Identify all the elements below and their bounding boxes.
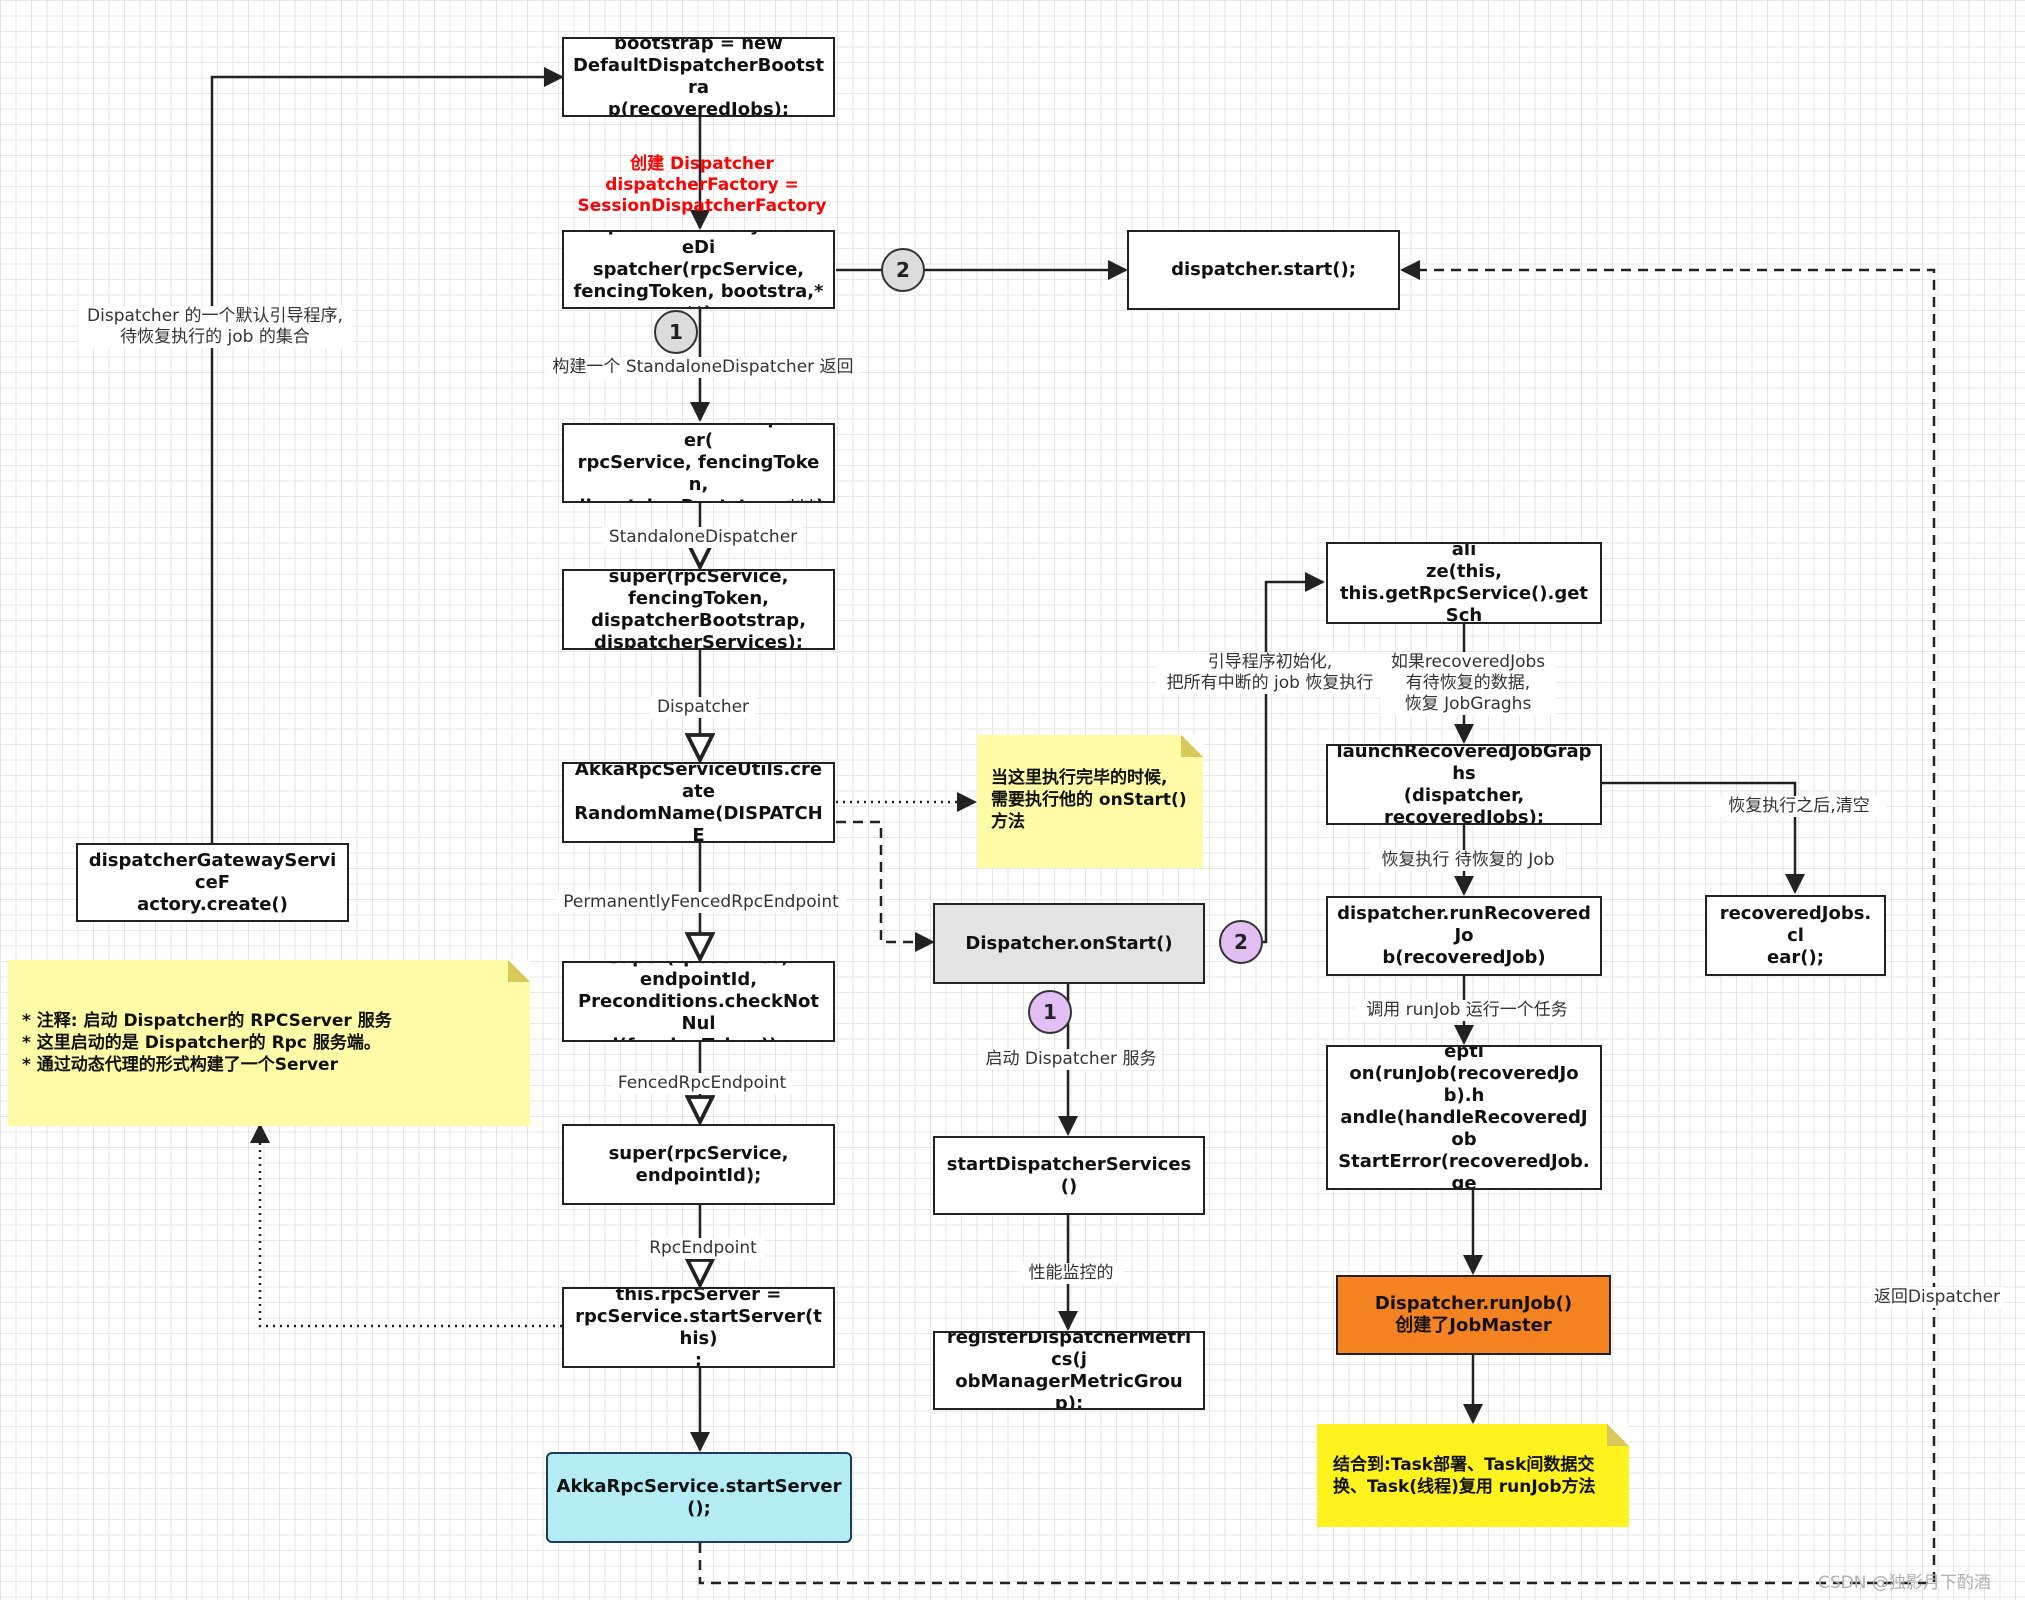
box-text-line: spatcher(rpcService, bbox=[592, 258, 805, 280]
box-text-line: endpointId, bbox=[639, 968, 758, 990]
box-text-line: l(fencingToken)); bbox=[572, 1035, 825, 1041]
box-text-line: dispatcherGatewayServiceF bbox=[88, 849, 337, 893]
super-permanently-fenced-box: super(rpcService,AkkaRpcServiceUtils.cre… bbox=[562, 762, 835, 843]
arrow-rpcserver-to-note bbox=[250, 1123, 562, 1328]
arrow-launch-to-clear bbox=[1600, 781, 1805, 894]
box-text-line: RandomName(DISPATCHE bbox=[574, 802, 823, 843]
box-text-line: dispatcherBootstrap.initiali bbox=[1451, 542, 1477, 560]
box-text-line: p(recoveredJobs); bbox=[607, 99, 790, 117]
box-text-line: dispatcherFactory.createDi bbox=[578, 232, 819, 258]
box-text-line: AkkaRpcService.startServer(); bbox=[556, 1475, 842, 1519]
call-runjob-label: 调用 runJob 运行一个任务 bbox=[1356, 1000, 1578, 1021]
create-dispatcher-label: 创建 Dispatcher dispatcherFactory = Sessio… bbox=[577, 154, 827, 216]
super-dispatcher-box: super(rpcService,fencingToken,dispatcher… bbox=[562, 569, 835, 650]
box-text-line: rpcService, fencingToken, bbox=[577, 452, 820, 495]
box-text-line: FutureUtils.assertNoExcepti bbox=[1444, 1045, 1484, 1062]
onstart-box: Dispatcher.onStart() bbox=[933, 903, 1205, 984]
box-text-line: super(rpcService, bbox=[608, 569, 789, 587]
box-text-line: (dispatcher, bbox=[1403, 784, 1525, 806]
box-text-line: new StandaloneDispatcher( bbox=[573, 425, 825, 451]
box-text-line: AkkaRpcServiceUtils.create bbox=[574, 762, 823, 802]
launch-recovered-box: launchRecoveredJobGraphs(dispatcher,reco… bbox=[1326, 744, 1602, 825]
bootstrap-init-desc-label: 引导程序初始化, 把所有中断的 job 恢复执行 bbox=[1156, 652, 1384, 694]
box-text-line: Dispatcher.onStart() bbox=[965, 932, 1173, 954]
new-standalone-box: new StandaloneDispatcher(rpcService, fen… bbox=[562, 423, 835, 503]
box-text-line: this.rpcServer = bbox=[615, 1287, 782, 1305]
super-rpc-endpoint-box: super(rpcService,endpointId); bbox=[562, 1124, 835, 1205]
task-note: 结合到:Task部署、Task间数据交 换、Task(线程)复用 runJob方… bbox=[1317, 1424, 1629, 1527]
box-text-line: dispatcher.start(); bbox=[1171, 259, 1356, 280]
box-text-line: super(rpcService, bbox=[608, 1142, 789, 1164]
perf-monitor-label: 性能监控的 bbox=[1019, 1263, 1123, 1284]
box-text-line: Preconditions.checkNotNul bbox=[577, 990, 820, 1034]
box-text-line: startDispatcherServices bbox=[946, 1153, 1192, 1175]
box-text-line: this.getRpcService().getSch bbox=[1339, 583, 1589, 624]
box-text-line: dispatcherServices); bbox=[594, 631, 803, 650]
arrow-onstart-to-bootstrap-init bbox=[1263, 572, 1325, 944]
step-2-marker-left: 2 bbox=[881, 248, 925, 292]
box-text-line: endpointId); bbox=[635, 1164, 762, 1186]
box-text-line: andle(handleRecoveredJob bbox=[1340, 1106, 1588, 1150]
onstart-note: 当这里执行完毕的时候, 需要执行他的 onStart() 方法 bbox=[977, 735, 1203, 868]
rpc-endpoint-label: RpcEndpoint bbox=[641, 1238, 765, 1259]
step-1-marker-left: 1 bbox=[654, 310, 698, 354]
fenced-rpc-label: FencedRpcEndpoint bbox=[611, 1073, 793, 1094]
box-text-line: () bbox=[1060, 1175, 1078, 1197]
super-fenced-box: super(rpcService,endpointId,Precondition… bbox=[562, 961, 835, 1042]
bootstrap-init-box: dispatcherBootstrap.initialize(this,this… bbox=[1326, 542, 1602, 624]
akka-start-server-box: AkkaRpcService.startServer(); bbox=[546, 1452, 852, 1543]
start-service-label: 启动 Dispatcher 服务 bbox=[980, 1049, 1162, 1070]
default-bootstrap-label: Dispatcher 的一个默认引导程序, 待恢复执行的 job 的集合 bbox=[78, 306, 352, 348]
rpc-server-note: * 注释: 启动 Dispatcher的 RPCServer 服务 * 这里启动… bbox=[8, 960, 530, 1126]
create-dispatcher-box: dispatcherFactory.createDispatcher(rpcSe… bbox=[562, 230, 835, 309]
rpc-server-box: this.rpcServer =rpcService.startServer(t… bbox=[562, 1287, 835, 1368]
box-text-line: fencingToken, bbox=[627, 587, 769, 609]
arrow-akka-return-dispatcher bbox=[698, 260, 1936, 1585]
if-recovered-label: 如果recoveredJobs 有待恢复的数据, 恢复 JobGraghs bbox=[1380, 652, 1556, 715]
box-text-line: Dispatcher.runJob() bbox=[1374, 1293, 1573, 1314]
run-job-box: Dispatcher.runJob()创建了JobMaster bbox=[1336, 1275, 1611, 1355]
box-text-line: actory.create() bbox=[137, 893, 288, 915]
box-text-line: fencingToken, bootstra,***) bbox=[573, 280, 824, 308]
arrow-super2-to-onstart bbox=[836, 820, 935, 952]
box-text-line: ear(); bbox=[1767, 946, 1824, 968]
standalone-dispatcher-label: StandaloneDispatcher bbox=[603, 527, 803, 548]
box-text-line: b(recoveredJob) bbox=[1382, 947, 1546, 968]
box-text-line: ; bbox=[694, 1349, 703, 1368]
dispatcher-label: Dispatcher bbox=[650, 697, 756, 718]
resume-job-label: 恢复执行 待恢复的 Job bbox=[1370, 850, 1566, 871]
watermark: CSDN @独影月下酌酒 bbox=[1818, 1573, 1991, 1593]
permanently-fenced-label: PermanentlyFencedRpcEndpoint bbox=[556, 892, 846, 913]
box-text-line: registerDispatcherMetrics(j bbox=[946, 1331, 1192, 1370]
box-text-line: on(runJob(recoveredJob).h bbox=[1349, 1062, 1579, 1106]
clear-after-label: 恢复执行之后,清空 bbox=[1712, 796, 1886, 817]
box-text-line: ze(this, bbox=[1425, 561, 1503, 582]
return-dispatcher-label: 返回Dispatcher bbox=[1870, 1287, 2004, 1308]
box-text-line: super(rpcService, bbox=[572, 963, 825, 969]
box-text-line: recoveredJobs); bbox=[1383, 806, 1545, 825]
box-text-line: DefaultDispatcherBootstra bbox=[572, 55, 825, 98]
start-services-box: startDispatcherServices() bbox=[933, 1136, 1205, 1215]
box-text-line: 创建了JobMaster bbox=[1395, 1315, 1552, 1336]
box-text-line: StartError(recoveredJob.ge bbox=[1338, 1150, 1590, 1190]
step-1-marker-right: 1 bbox=[1028, 990, 1072, 1034]
box-text-line: bootstrap = new bbox=[614, 37, 783, 54]
build-standalone-label: 构建一个 StandaloneDispatcher 返回 bbox=[545, 357, 861, 378]
box-text-line: launchRecoveredJobGraphs bbox=[1336, 744, 1592, 784]
box-text-line: recoveredJobs.cl bbox=[1719, 902, 1872, 946]
dispatcher-start-box: dispatcher.start(); bbox=[1127, 230, 1400, 310]
arrow-gateway-to-bootstrap bbox=[210, 67, 564, 843]
assert-no-exception-box: FutureUtils.assertNoException(runJob(rec… bbox=[1326, 1045, 1602, 1190]
step-2-marker-right: 2 bbox=[1219, 920, 1263, 964]
box-text-line: dispatcher.runRecoveredJo bbox=[1337, 903, 1591, 946]
box-text-line: dispatcherBootstrap, bbox=[590, 609, 807, 631]
box-text-line: dispatcherBootstrap,***) bbox=[572, 496, 825, 501]
box-text-line: obManagerMetricGroup); bbox=[955, 1370, 1183, 1410]
box-text-line: rpcService.startServer(this) bbox=[575, 1305, 822, 1349]
